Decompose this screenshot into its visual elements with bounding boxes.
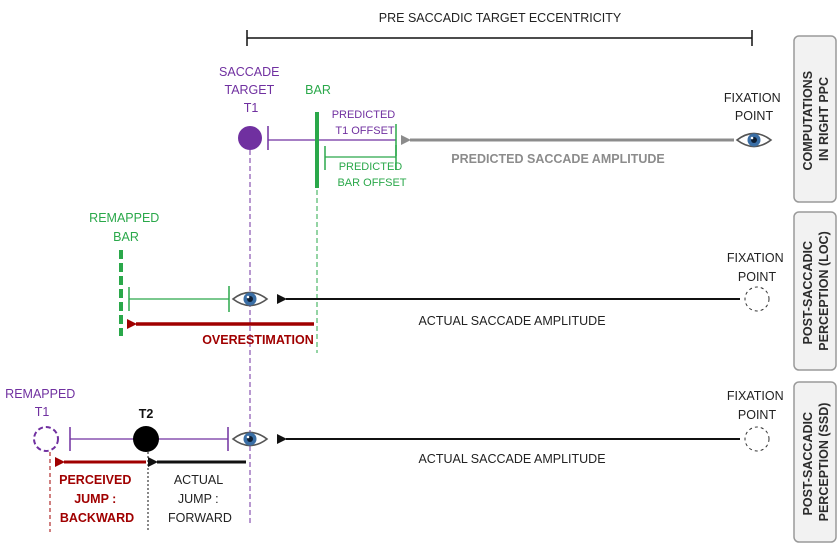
side-label-loc: POST-SACCADIC PERCEPTION (LOC) xyxy=(801,231,831,350)
eccentricity-bracket xyxy=(246,30,753,46)
predicted-saccade-label: PREDICTED SACCADE AMPLITUDE xyxy=(451,152,664,166)
side-label-ssd: POST-SACCADIC PERCEPTION (SSD) xyxy=(801,403,831,522)
dashed-circle-icon xyxy=(744,286,770,312)
remapped-t1-label: REMAPPED T1 xyxy=(5,387,79,419)
panel-ppc: SACCADE TARGET T1 BAR PREDICTED T1 OFFSE… xyxy=(219,65,784,189)
side-box-loc: POST-SACCADIC PERCEPTION (LOC) xyxy=(793,211,837,371)
t2-dot xyxy=(133,426,159,452)
eye-icon xyxy=(232,431,268,447)
predicted-bar-offset-label: PREDICTED BAR OFFSET xyxy=(337,161,406,189)
eye-icon xyxy=(736,132,772,148)
fixation-point-label-3: FIXATION POINT xyxy=(727,389,787,422)
fixation-point-label-2: FIXATION POINT xyxy=(727,251,787,284)
t2-label: T2 xyxy=(139,407,154,421)
panel-loc: REMAPPED BAR ACTUAL SACCADE AMPLITUDE OV… xyxy=(89,211,787,347)
fixation-point-label-1: FIXATION POINT xyxy=(724,91,784,123)
side-label-ppc: COMPUTATIONS IN RIGHT PPC xyxy=(801,67,831,170)
saccade-target-dot xyxy=(238,126,262,150)
remapped-bar-label: REMAPPED BAR xyxy=(89,211,163,244)
side-box-ssd: POST-SACCADIC PERCEPTION (SSD) xyxy=(793,381,837,543)
actual-jump-label: ACTUAL JUMP : FORWARD xyxy=(168,473,232,525)
saccade-target-label: SACCADE TARGET T1 xyxy=(219,65,283,115)
actual-saccade-label-1: ACTUAL SACCADE AMPLITUDE xyxy=(418,314,605,328)
actual-saccade-label-2: ACTUAL SACCADE AMPLITUDE xyxy=(418,452,605,466)
side-box-ppc: COMPUTATIONS IN RIGHT PPC xyxy=(793,35,837,203)
predicted-t1-offset-label: PREDICTED T1 OFFSET xyxy=(332,109,399,137)
remapped-t1-circle xyxy=(33,426,59,452)
bar-label: BAR xyxy=(305,83,331,97)
dashed-circle-icon xyxy=(744,426,770,452)
perceived-jump-label: PERCEIVED JUMP : BACKWARD xyxy=(59,473,135,525)
eye-icon xyxy=(232,291,268,307)
eccentricity-label: PRE SACCADIC TARGET ECCENTRICITY xyxy=(379,11,622,25)
panel-ssd: REMAPPED T1 T2 ACTUAL SACCADE AMPLITUDE … xyxy=(5,387,787,532)
overestimation-label: OVERESTIMATION xyxy=(202,333,314,347)
